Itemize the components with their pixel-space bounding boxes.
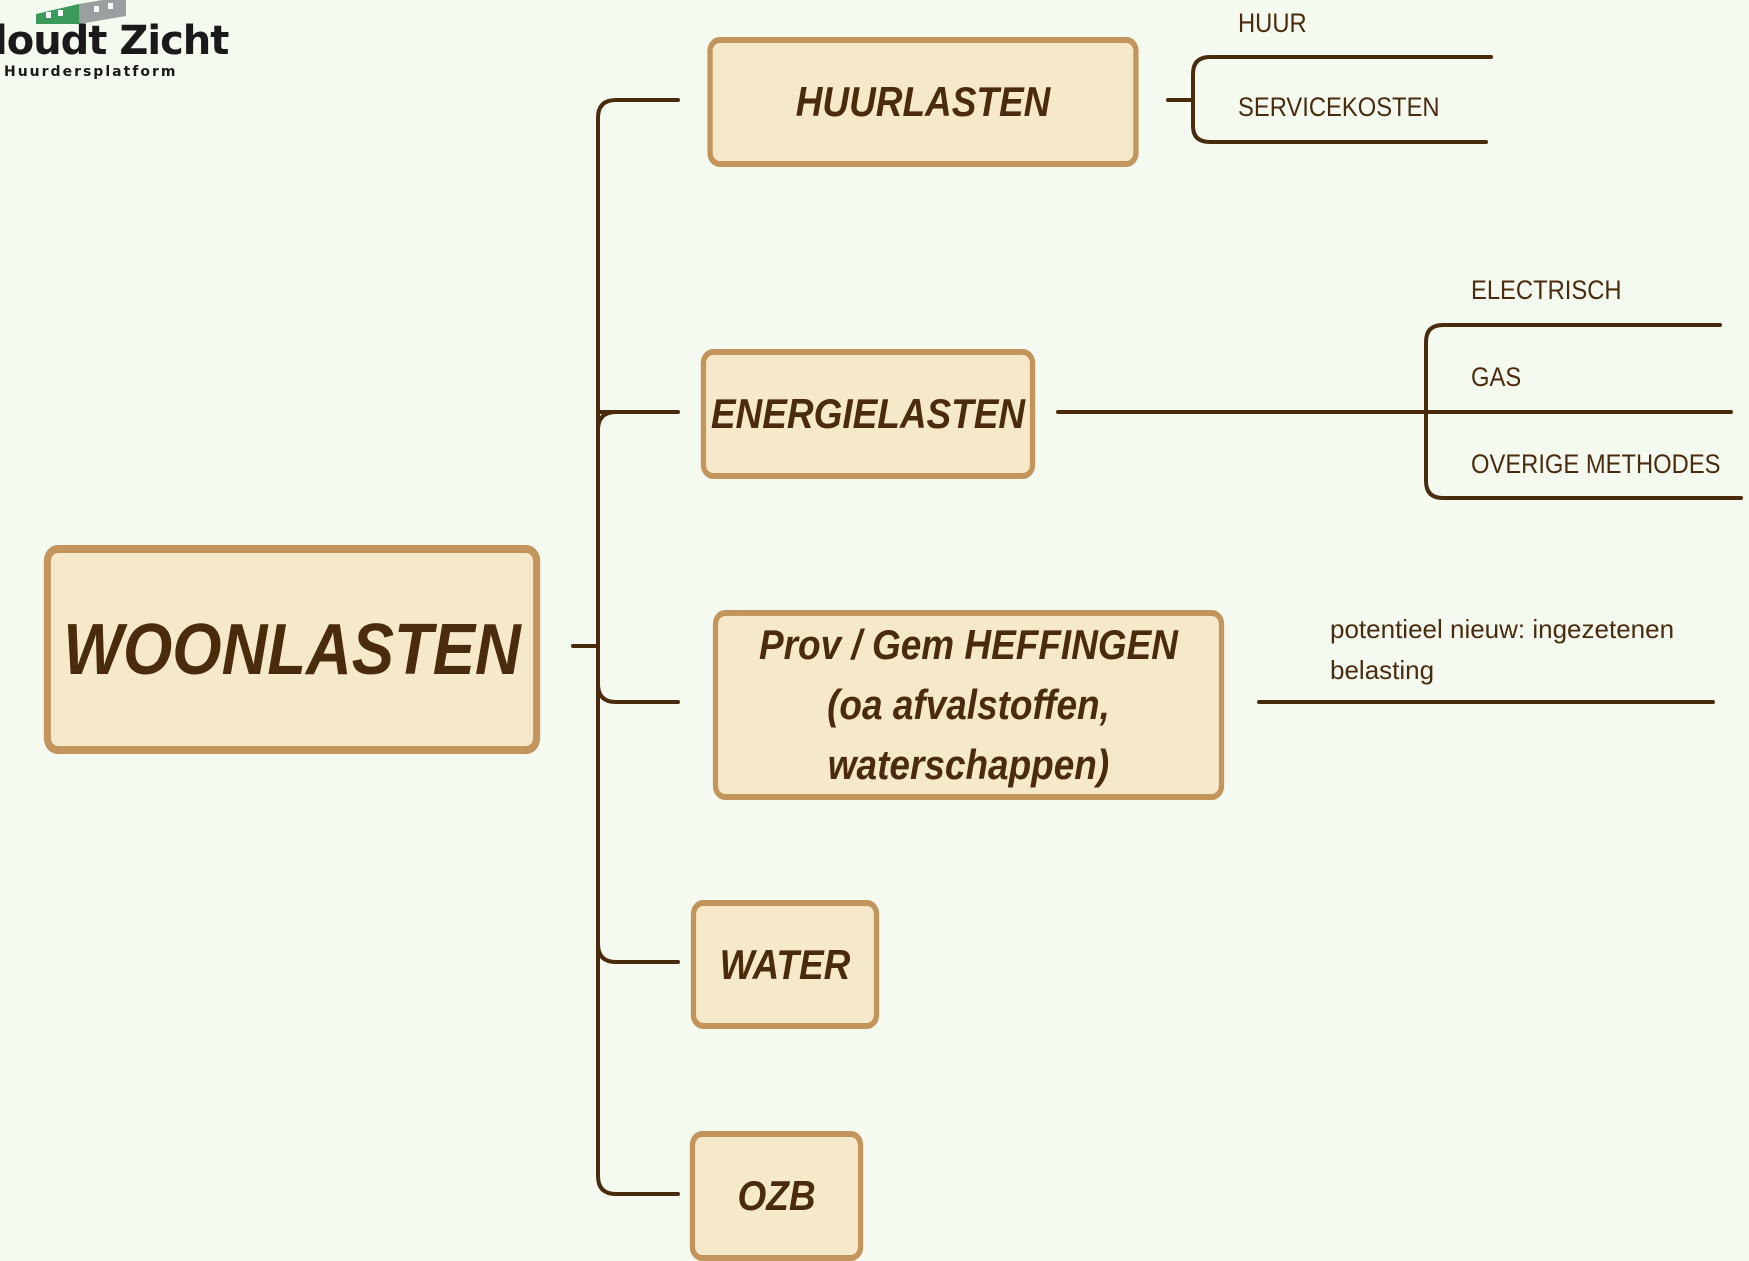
leaf-servicekosten: SERVICEKOSTEN bbox=[1238, 92, 1440, 122]
leaf-electrisch: ELECTRISCH bbox=[1471, 275, 1622, 305]
node-huurlasten-label: HUURLASTEN bbox=[795, 78, 1051, 125]
node-energielasten-label: ENERGIELASTEN bbox=[710, 390, 1026, 437]
node-ozb-label: OZB bbox=[737, 1172, 816, 1219]
node-water: WATER bbox=[690, 900, 880, 1029]
node-ozb: OZB bbox=[689, 1131, 864, 1261]
connector-energielasten bbox=[596, 410, 680, 432]
building-icon bbox=[36, 0, 126, 24]
leaf-huur: HUUR bbox=[1238, 8, 1307, 38]
leaf-overige-methodes: OVERIGE METHODES bbox=[1471, 449, 1721, 479]
node-heffingen: Prov / Gem HEFFINGEN (oa afvalstoffen, w… bbox=[712, 610, 1225, 800]
logo-title: loudt Zicht bbox=[0, 18, 229, 64]
root-label: WOONLASTEN bbox=[63, 609, 521, 690]
connector-energielasten-leaves bbox=[1056, 323, 1743, 500]
root-node-woonlasten: WOONLASTEN bbox=[43, 545, 541, 754]
node-water-label: WATER bbox=[719, 940, 851, 988]
logo-subtitle: Huurdersplatform bbox=[4, 64, 178, 80]
leaf-potentieel-nieuw: potentieel nieuw: ingezetenen belasting bbox=[1330, 614, 1675, 685]
connector-huurlasten-leaves bbox=[1166, 55, 1493, 144]
node-huurlasten: HUURLASTEN bbox=[707, 37, 1139, 167]
node-heffingen-label: Prov / Gem HEFFINGEN (oa afvalstoffen, w… bbox=[759, 621, 1178, 788]
connector-heffingen bbox=[596, 682, 680, 704]
leaf-gas: GAS bbox=[1471, 362, 1522, 392]
connector-trunk bbox=[596, 98, 680, 1196]
connector-water bbox=[596, 942, 680, 964]
logo: loudt Zicht Huurdersplatform bbox=[0, 0, 229, 90]
node-energielasten: ENERGIELASTEN bbox=[700, 349, 1036, 479]
